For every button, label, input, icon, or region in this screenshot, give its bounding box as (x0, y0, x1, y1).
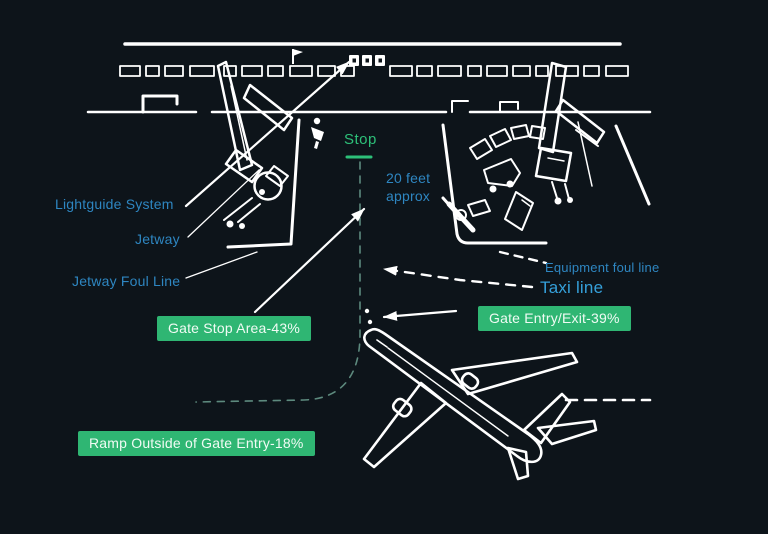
distance-label: 20 feet approx (386, 169, 456, 205)
gate-stop-area-badge: Gate Stop Area-43% (157, 316, 312, 341)
taxi-dashed-line (382, 265, 534, 289)
distance-line2: approx (386, 188, 431, 204)
equipment-foul-line-label: Equipment foul line (545, 260, 660, 275)
aircraft-right-wing (450, 351, 579, 396)
distance-line1: 20 feet (386, 170, 431, 186)
lightguide-arrow (184, 60, 351, 208)
aircraft-left-wing (362, 381, 448, 469)
guide-lines (195, 155, 652, 403)
aircraft-tail-fin (522, 392, 572, 445)
equipment-foul-dashes (498, 250, 548, 265)
marshaller-icon (311, 117, 324, 149)
right-foul-line (614, 124, 651, 206)
jetway-foul-line (226, 118, 301, 249)
annotation-arrows (184, 60, 458, 321)
jetway-label: Jetway (135, 231, 180, 247)
left-jetway (216, 60, 294, 229)
gate-entry-arrow (382, 309, 458, 321)
jetway-foul-callout-line (185, 251, 258, 279)
lightguide-system-label: Lightguide System (55, 196, 174, 212)
ramp-outside-badge: Ramp Outside of Gate Entry-18% (78, 431, 315, 456)
taxi-line-label: Taxi line (540, 278, 604, 297)
aircraft-right-engine (460, 372, 480, 390)
aircraft (362, 327, 598, 481)
lead-in-dashed-curve (195, 161, 361, 403)
flag-icon (292, 49, 303, 64)
gate-stop-arrow (253, 207, 366, 314)
aircraft-left-engine (391, 397, 413, 418)
lightguide-display-icon (349, 55, 385, 66)
jetway-foul-line-label: Jetway Foul Line (72, 273, 181, 289)
stop-label: Stop (344, 131, 377, 148)
right-jetway (534, 61, 606, 205)
ground-equipment (441, 124, 546, 233)
jetway-callout-line (187, 169, 260, 238)
terminal-building (86, 42, 652, 114)
equipment-foul-line-shape (441, 123, 548, 245)
gate-entry-exit-badge: Gate Entry/Exit-39% (478, 306, 631, 331)
aircraft-fuselage (363, 327, 543, 464)
